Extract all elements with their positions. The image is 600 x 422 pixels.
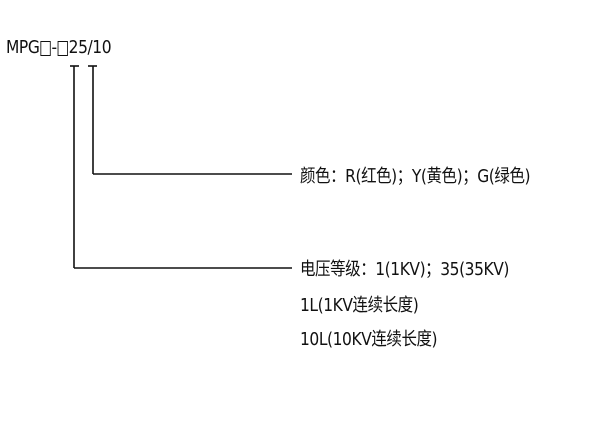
- model-separator: -: [51, 37, 57, 58]
- model-suffix: 25/10: [68, 37, 112, 58]
- voltage-placeholder-box: [57, 40, 68, 56]
- length-option-10l: 10L(10KV连续长度): [300, 329, 438, 350]
- length-option-1l: 1L(1KV连续长度): [300, 295, 419, 316]
- model-code: MPG - 25/10: [6, 37, 112, 58]
- model-prefix: MPG: [6, 37, 40, 58]
- voltage-option-text: 电压等级：1(1KV)；35(35KV): [300, 259, 510, 280]
- color-placeholder-box: [40, 40, 51, 56]
- color-option-text: 颜色：R(红色)；Y(黄色)；G(绿色): [300, 166, 531, 187]
